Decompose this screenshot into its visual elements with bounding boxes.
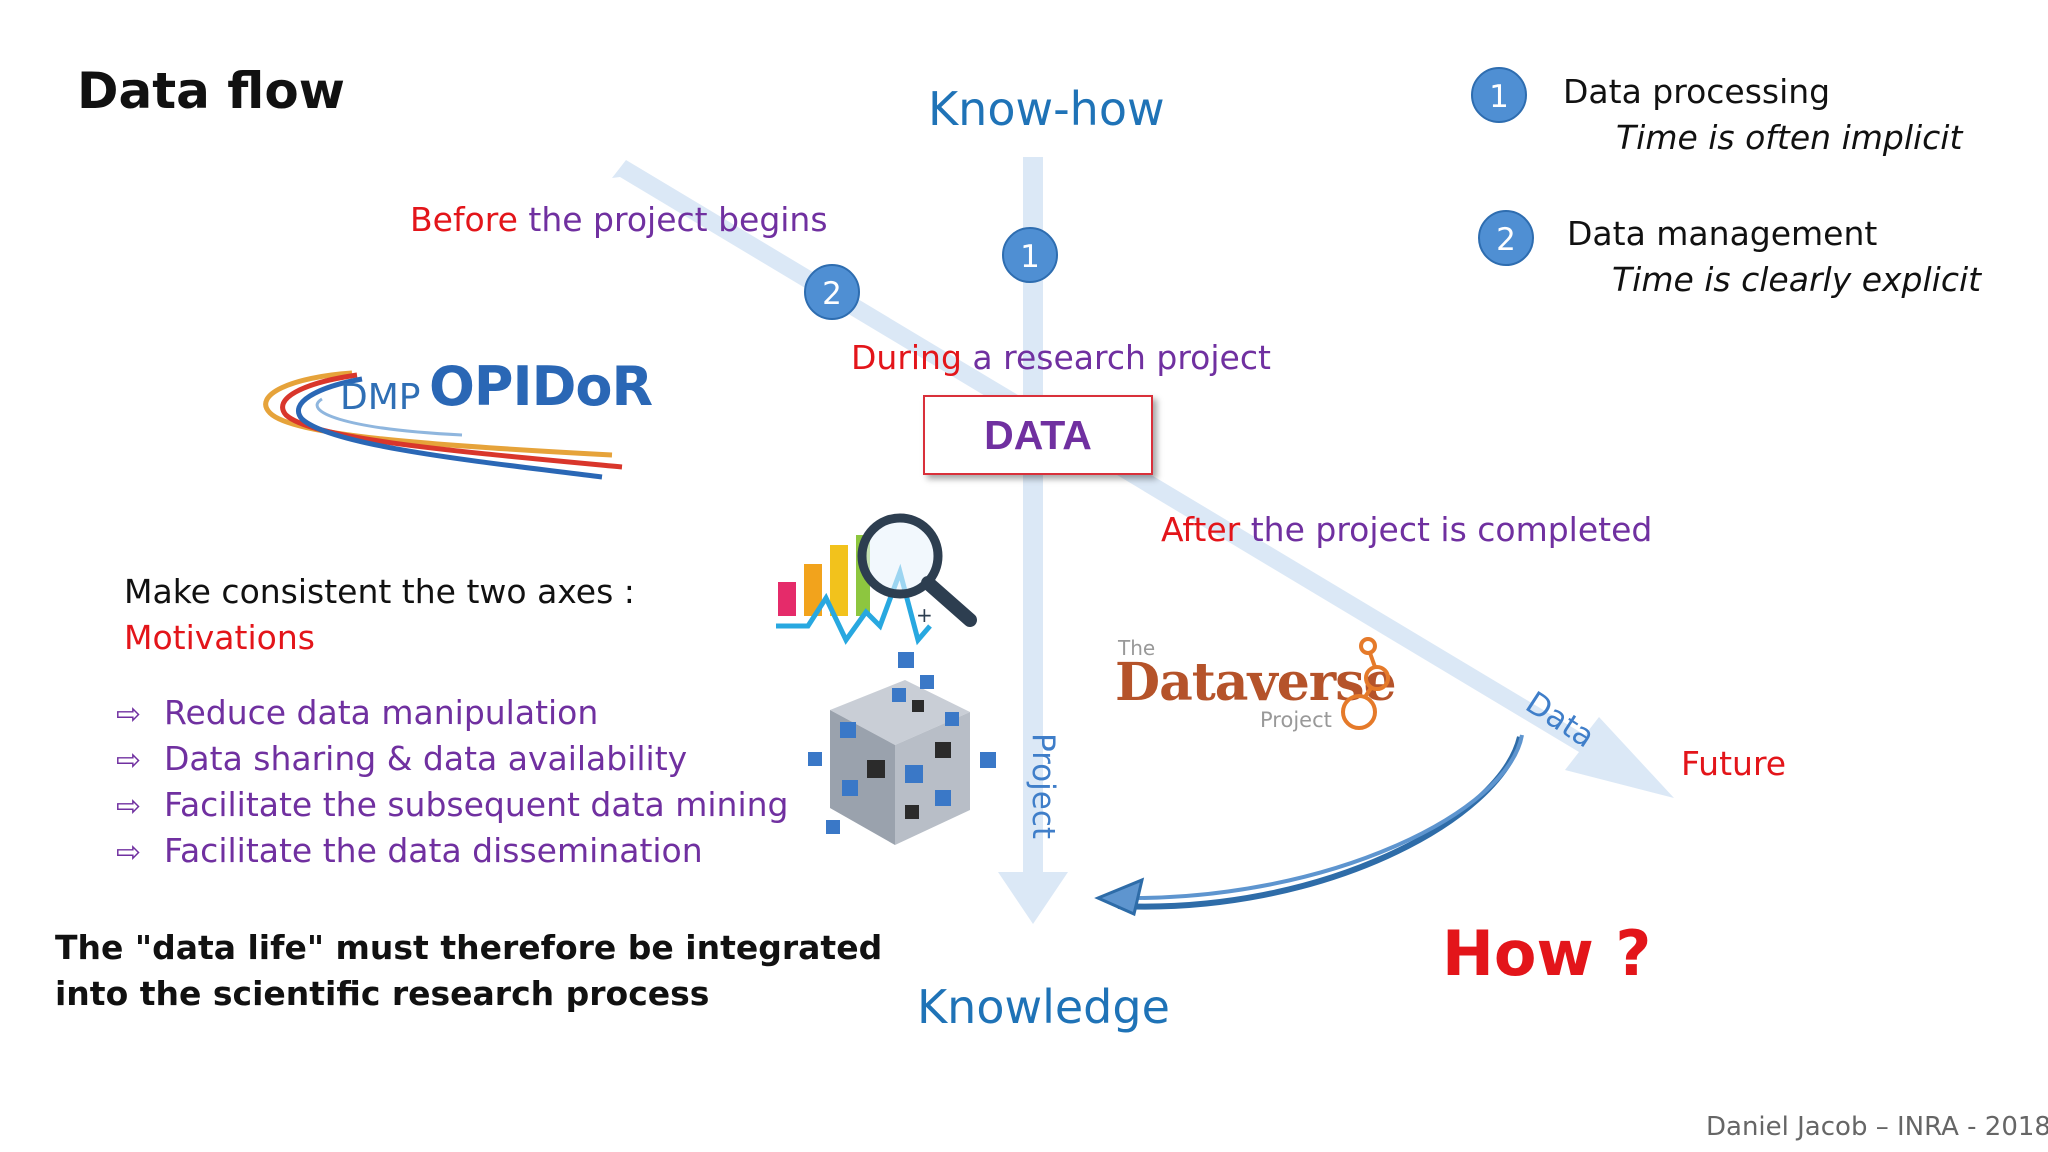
legend-1-title: Data processing bbox=[1563, 72, 1831, 111]
data-cube-icon bbox=[808, 652, 996, 845]
bullet-arrow-icon: ⇨ bbox=[116, 743, 142, 778]
dataverse-logo-project: Project bbox=[1260, 708, 1332, 732]
dmp-logo-prefix: DMP bbox=[340, 377, 421, 418]
phase-after: After the project is completed bbox=[1161, 510, 1652, 549]
motivation-text: Data sharing & data availability bbox=[164, 739, 688, 778]
bullet-arrow-icon: ⇨ bbox=[116, 789, 142, 824]
dataverse-logo-name: Dataverse bbox=[1115, 652, 1397, 713]
dataverse-logo: The Dataverse Project bbox=[1115, 636, 1405, 736]
list-item: ⇨ Data sharing & data availability bbox=[116, 736, 789, 782]
conclusion-line-2: into the scientific research process bbox=[55, 974, 710, 1013]
legend-badge-2: 2 bbox=[1478, 210, 1534, 266]
dataverse-rings-icon bbox=[1341, 637, 1390, 730]
list-item: ⇨ Reduce data manipulation bbox=[116, 690, 789, 736]
motivations-list: ⇨ Reduce data manipulation ⇨ Data sharing … bbox=[116, 690, 789, 874]
know-how-label: Know-how bbox=[928, 82, 1165, 136]
dataverse-logo-the: The bbox=[1118, 636, 1156, 660]
legend-badge-1: 1 bbox=[1471, 67, 1527, 123]
motivations-intro: Make consistent the two axes : bbox=[124, 572, 635, 611]
phase-before: Before the project begins bbox=[410, 200, 828, 239]
diagonal-axis-badge: 2 bbox=[804, 264, 860, 320]
legend-2-title: Data management bbox=[1567, 214, 1878, 253]
knowledge-label: Knowledge bbox=[917, 980, 1170, 1034]
phase-before-highlight: Before bbox=[410, 200, 518, 239]
svg-text:+: + bbox=[916, 603, 933, 627]
conclusion-text: The "data life" must therefore be integr… bbox=[55, 925, 882, 1017]
phase-after-highlight: After bbox=[1161, 510, 1241, 549]
dmp-opidor-logo: DMP OPIDoR bbox=[262, 355, 653, 480]
analytics-chart-magnifier-icon: + bbox=[776, 513, 977, 646]
data-axis-arrow bbox=[612, 160, 1674, 798]
slide-credit: Daniel Jacob – INRA - 2018 bbox=[1706, 1112, 2048, 1142]
list-item: ⇨ Facilitate the data dissemination bbox=[116, 828, 789, 874]
slide-title: Data flow bbox=[77, 62, 345, 120]
data-center-box: DATA bbox=[923, 395, 1153, 475]
dmp-swoosh-icon bbox=[263, 370, 623, 480]
bullet-arrow-icon: ⇨ bbox=[116, 697, 142, 732]
bullet-arrow-icon: ⇨ bbox=[116, 835, 142, 870]
dmp-logo-name: OPIDoR bbox=[429, 355, 653, 418]
motivations-heading: Motivations bbox=[124, 618, 315, 657]
phase-before-text: the project begins bbox=[517, 200, 828, 239]
phase-after-text: the project is completed bbox=[1240, 510, 1653, 549]
phase-during-highlight: During bbox=[851, 338, 962, 377]
conclusion-line-1: The "data life" must therefore be integr… bbox=[55, 928, 883, 967]
motivation-text: Reduce data manipulation bbox=[164, 693, 599, 732]
legend-2-subtitle: Time is clearly explicit bbox=[1612, 260, 1982, 299]
vertical-axis-badge: 1 bbox=[1002, 227, 1058, 283]
motivation-text: Facilitate the subsequent data mining bbox=[164, 785, 789, 824]
project-axis-label: Project bbox=[1025, 732, 1062, 840]
phase-during-text: a research project bbox=[961, 338, 1271, 377]
motivation-text: Facilitate the data dissemination bbox=[164, 831, 703, 870]
legend-1-subtitle: Time is often implicit bbox=[1616, 118, 1963, 157]
how-question: How ? bbox=[1442, 917, 1652, 990]
project-axis-arrow bbox=[998, 157, 1068, 924]
curved-feedback-arrow-icon bbox=[1094, 734, 1524, 917]
future-label: Future bbox=[1681, 744, 1787, 783]
phase-during: During a research project bbox=[851, 338, 1271, 377]
list-item: ⇨ Facilitate the subsequent data mining bbox=[116, 782, 789, 828]
